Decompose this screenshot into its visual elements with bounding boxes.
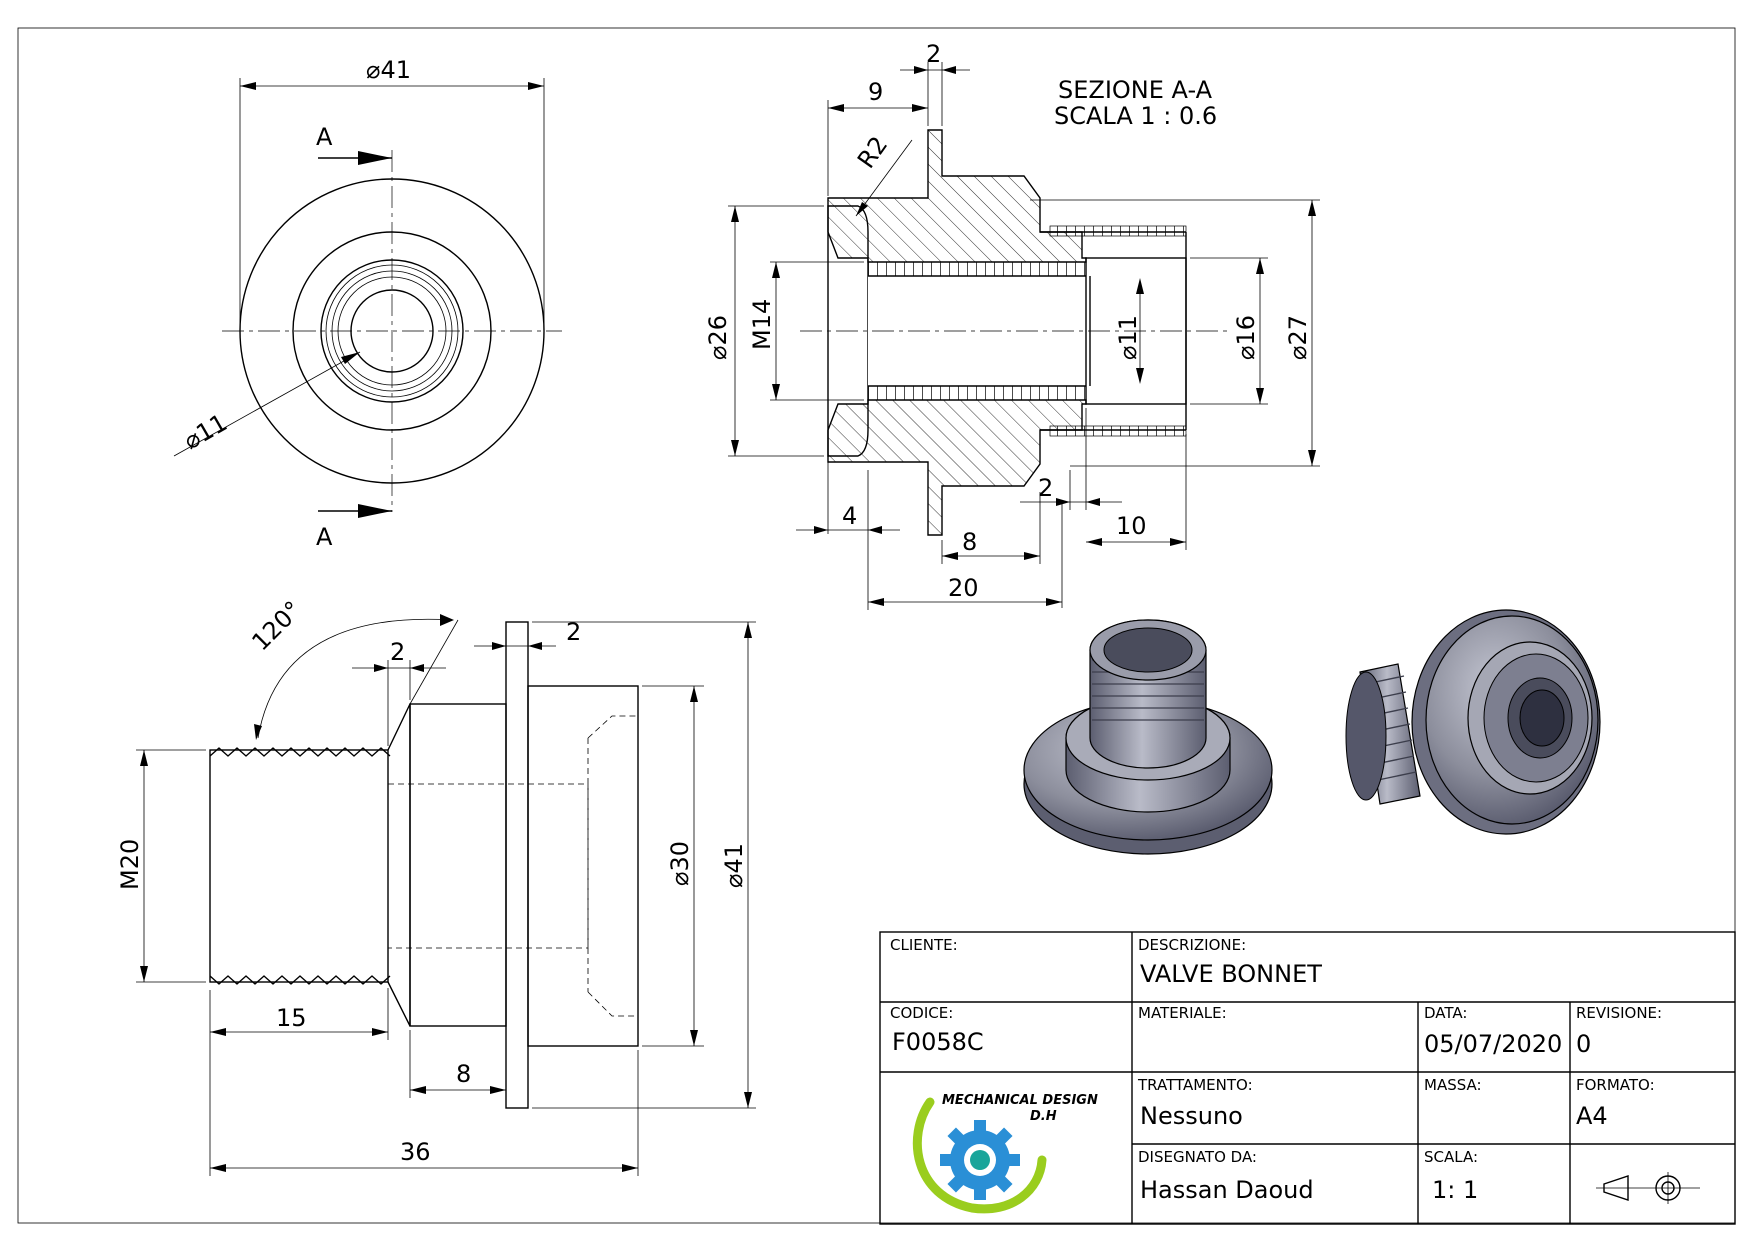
descrizione-value: VALVE BONNET	[1140, 960, 1322, 988]
section-view: SEZIONE A-A SCALA 1 : 0.6 2	[704, 40, 1320, 610]
side-dim-15: 15	[276, 1004, 307, 1032]
data-label: DATA:	[1424, 1004, 1467, 1022]
materiale-label: MATERIALE:	[1138, 1004, 1227, 1022]
sec-dim-d26: ⌀26	[704, 315, 732, 360]
sec-dim-d11: ⌀11	[1114, 315, 1142, 360]
logo-text-2: D.H	[1030, 1109, 1057, 1124]
codice-label: CODICE:	[890, 1004, 953, 1022]
title-block: CLIENTE: DESCRIZIONE: VALVE BONNET CODIC…	[879, 931, 1736, 1225]
render-iso-1	[1023, 619, 1273, 855]
sec-dim-d16: ⌀16	[1232, 315, 1260, 360]
sheet-border	[17, 27, 1736, 1224]
side-dim-2a: 2	[390, 638, 405, 666]
sec-dim-9: 9	[868, 78, 883, 106]
sec-dim-20: 20	[948, 574, 979, 602]
formato-value: A4	[1576, 1102, 1608, 1130]
front-dia-41: ⌀41	[366, 56, 411, 84]
render-iso-2	[1345, 609, 1601, 835]
scala-label: SCALA:	[1424, 1148, 1478, 1166]
disegnato-value: Hassan Daoud	[1140, 1176, 1314, 1204]
side-dim-m20: M20	[116, 839, 144, 890]
cliente-label: CLIENTE:	[890, 936, 958, 954]
company-logo: MECHANICAL DESIGN D.H	[912, 1093, 1098, 1214]
revisione-value: 0	[1576, 1030, 1591, 1058]
side-dim-8: 8	[456, 1060, 471, 1088]
side-dim-2b: 2	[566, 618, 581, 646]
sec-dim-10: 10	[1116, 512, 1147, 540]
formato-label: FORMATO:	[1576, 1076, 1655, 1094]
trattamento-value: Nessuno	[1140, 1102, 1243, 1130]
massa-label: MASSA:	[1424, 1076, 1482, 1094]
cut-label-bottom: A	[316, 523, 333, 551]
side-dim-36: 36	[400, 1138, 431, 1166]
side-dim-d41: ⌀41	[720, 843, 748, 888]
front-view: A A ⌀41 ⌀11	[173, 56, 562, 551]
data-value: 05/07/2020	[1424, 1030, 1562, 1058]
sec-dim-2-bottom: 2	[1038, 474, 1053, 502]
sec-dim-r2: R2	[852, 131, 893, 173]
cut-label-top: A	[316, 123, 333, 151]
section-scale: SCALA 1 : 0.6	[1054, 102, 1217, 130]
sec-dim-8: 8	[962, 528, 977, 556]
section-title: SEZIONE A-A	[1058, 76, 1213, 104]
side-dim-angle: 120°	[246, 596, 307, 657]
sec-dim-d27: ⌀27	[1284, 315, 1312, 360]
trattamento-label: TRATTAMENTO:	[1137, 1076, 1253, 1094]
logo-text-1: MECHANICAL DESIGN	[942, 1093, 1098, 1108]
descrizione-label: DESCRIZIONE:	[1138, 936, 1246, 954]
sec-dim-2-top: 2	[926, 40, 941, 68]
side-dim-d30: ⌀30	[666, 841, 694, 886]
projection-symbol-icon	[1596, 1172, 1700, 1204]
disegnato-label: DISEGNATO DA:	[1138, 1148, 1257, 1166]
sec-dim-m14: M14	[748, 299, 776, 350]
codice-value: F0058C	[892, 1028, 984, 1056]
side-view: 120° 2 2 M20 ⌀30 ⌀41	[116, 596, 756, 1176]
revisione-label: REVISIONE:	[1576, 1004, 1662, 1022]
scala-value: 1: 1	[1432, 1176, 1478, 1204]
sec-dim-4: 4	[842, 502, 857, 530]
front-dia-11: ⌀11	[179, 408, 232, 455]
